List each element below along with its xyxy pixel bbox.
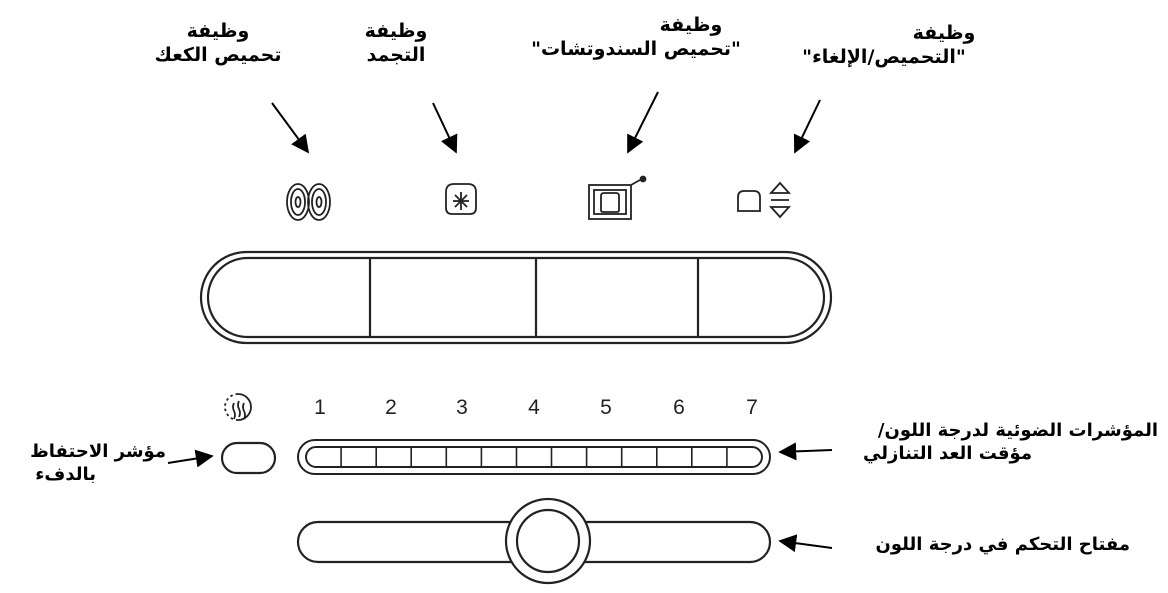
label-toast-cancel-line2: "التحميص/الإلغاء" — [802, 45, 966, 68]
button-panel — [199, 250, 833, 345]
arrow-shade-knob — [778, 534, 833, 553]
keep-warm-indicator — [220, 441, 277, 475]
arrow-toast-cancel — [793, 99, 821, 154]
label-toast-cancel-line1: وظيفة — [912, 22, 976, 44]
defrost-icon — [445, 183, 477, 215]
arrow-keep-warm — [167, 449, 214, 468]
shade-control-knob-inner — [515, 508, 581, 574]
shade-number-3: 3 — [456, 396, 468, 419]
arrow-bagel — [271, 102, 310, 154]
shade-number-7: 7 — [746, 396, 758, 419]
label-color-lights-line1: المؤشرات الضوئية لدرجة اللون/ — [877, 420, 1158, 441]
sandwich-icon — [588, 175, 647, 220]
shade-indicator-bar — [297, 439, 771, 475]
shade-indicator-segments — [340, 447, 728, 467]
shade-number-4: 4 — [528, 396, 540, 419]
label-bagel-line1: وظيفة — [186, 20, 250, 42]
bagel-icon — [286, 183, 331, 221]
label-defrost-line2: التجمد — [366, 43, 426, 66]
label-bagel-function: وظيفة تحميص الكعك — [155, 20, 282, 68]
label-color-lights-line2: مؤقت العد التنازلي — [862, 442, 1032, 464]
label-color-indicator-lights: المؤشرات الضوئية لدرجة اللون/ مؤقت العد … — [842, 420, 1158, 465]
keep-warm-icon — [224, 393, 252, 421]
label-keep-warm-line2: بالدفء — [35, 463, 96, 485]
label-sandwich-function: وظيفة "تحميص السندوتشات" — [531, 14, 741, 62]
label-keep-warm-line1: مؤشر الاحتفاظ — [30, 441, 166, 462]
label-sandwich-line1: وظيفة — [659, 14, 723, 36]
label-toast-cancel-function: وظيفة "التحميص/الإلغاء" — [793, 22, 976, 70]
label-shade-knob-line1: مفتاح التحكم في درجة اللون — [875, 534, 1131, 555]
toast-cancel-icon — [737, 181, 792, 219]
shade-number-1: 1 — [314, 396, 326, 419]
toast-cancel-button[interactable] — [698, 258, 824, 337]
label-shade-control-knob: مفتاح التحكم في درجة اللون — [842, 534, 1131, 557]
arrow-sandwich — [627, 91, 659, 154]
label-defrost-line1: وظيفة — [364, 20, 428, 42]
label-defrost-function: وظيفة التجمد — [365, 20, 428, 68]
defrost-button[interactable] — [370, 258, 536, 337]
label-keep-warm-indicator: مؤشر الاحتفاظ بالدفء — [8, 441, 166, 486]
bagel-button[interactable] — [208, 258, 370, 337]
arrow-defrost — [432, 102, 458, 154]
arrow-color-lights — [778, 442, 833, 461]
label-bagel-line2: تحميص الكعك — [154, 43, 282, 66]
shade-number-2: 2 — [385, 396, 397, 419]
shade-number-6: 6 — [673, 396, 685, 419]
sandwich-button[interactable] — [536, 258, 698, 337]
label-sandwich-line2: "تحميص السندوتشات" — [531, 37, 741, 60]
shade-number-5: 5 — [600, 396, 612, 419]
